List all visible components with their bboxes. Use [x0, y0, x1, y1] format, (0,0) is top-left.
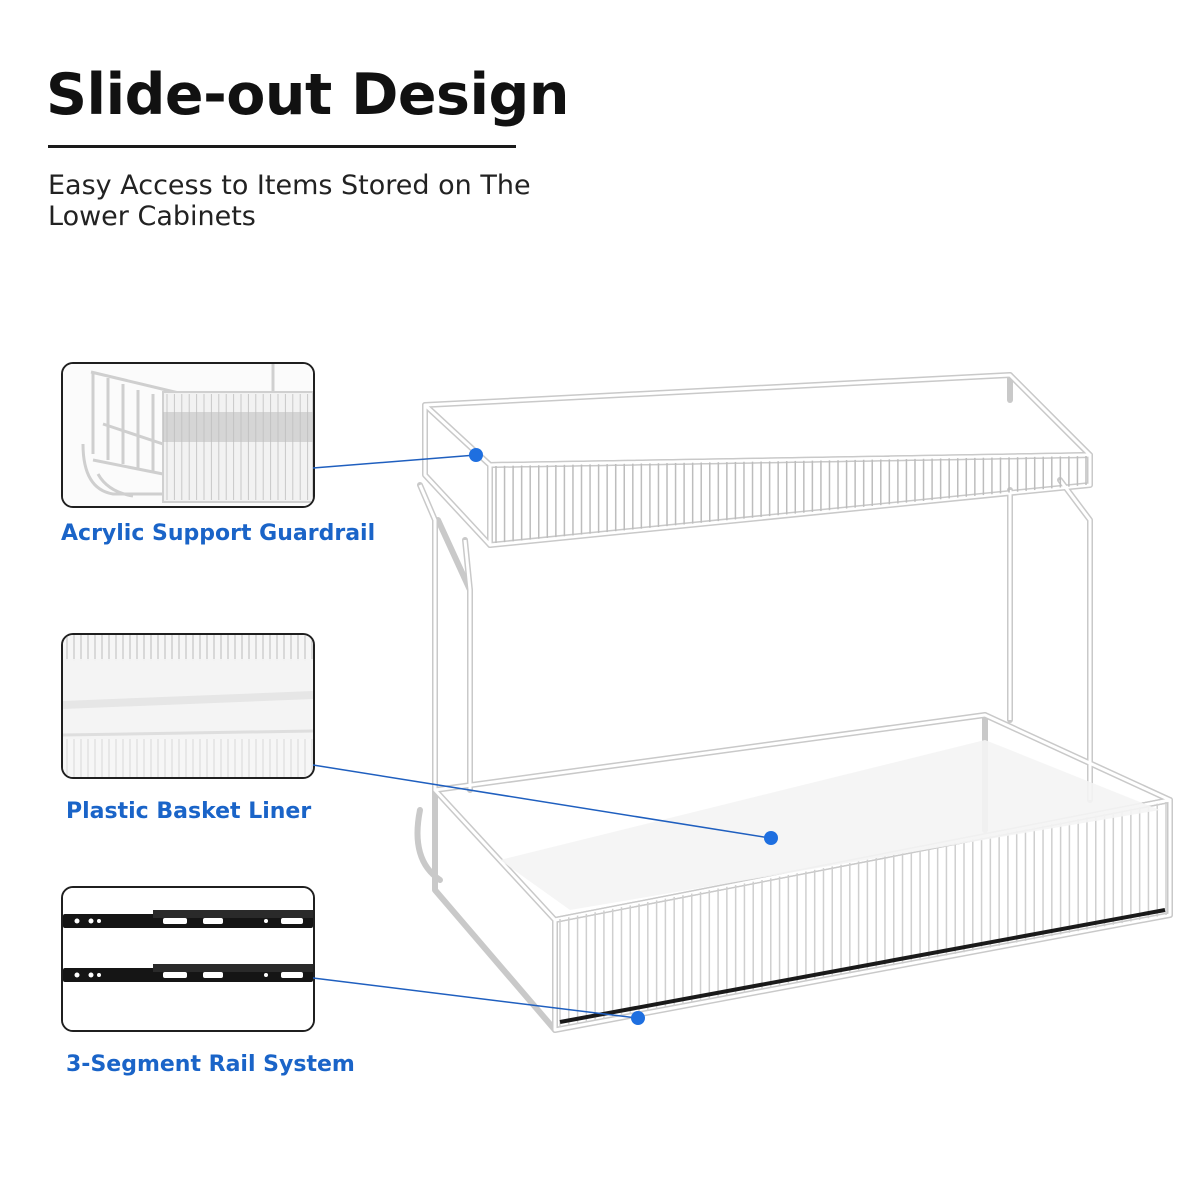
guardrail-leader-line — [312, 454, 477, 469]
rail-system-marker-dot — [631, 1011, 645, 1025]
basket-liner-marker-dot — [764, 831, 778, 845]
page-title: Slide-out Design — [46, 62, 569, 128]
guardrail-label: Acrylic Support Guardrail — [61, 521, 376, 546]
rail-system-label: 3-Segment Rail System — [66, 1052, 355, 1077]
title-underline — [48, 145, 516, 148]
guardrail-marker-dot — [469, 448, 483, 462]
basket-liner-closeup-image — [61, 633, 315, 779]
rail-system-leader-line — [312, 977, 638, 1019]
basket-liner-leader-line — [312, 764, 771, 839]
basket-liner-label: Plastic Basket Liner — [66, 799, 312, 824]
page-subtitle: Easy Access to Items Stored on The Lower… — [48, 170, 531, 232]
guardrail-closeup-image — [61, 362, 315, 508]
rail-system-closeup-image — [61, 886, 315, 1032]
